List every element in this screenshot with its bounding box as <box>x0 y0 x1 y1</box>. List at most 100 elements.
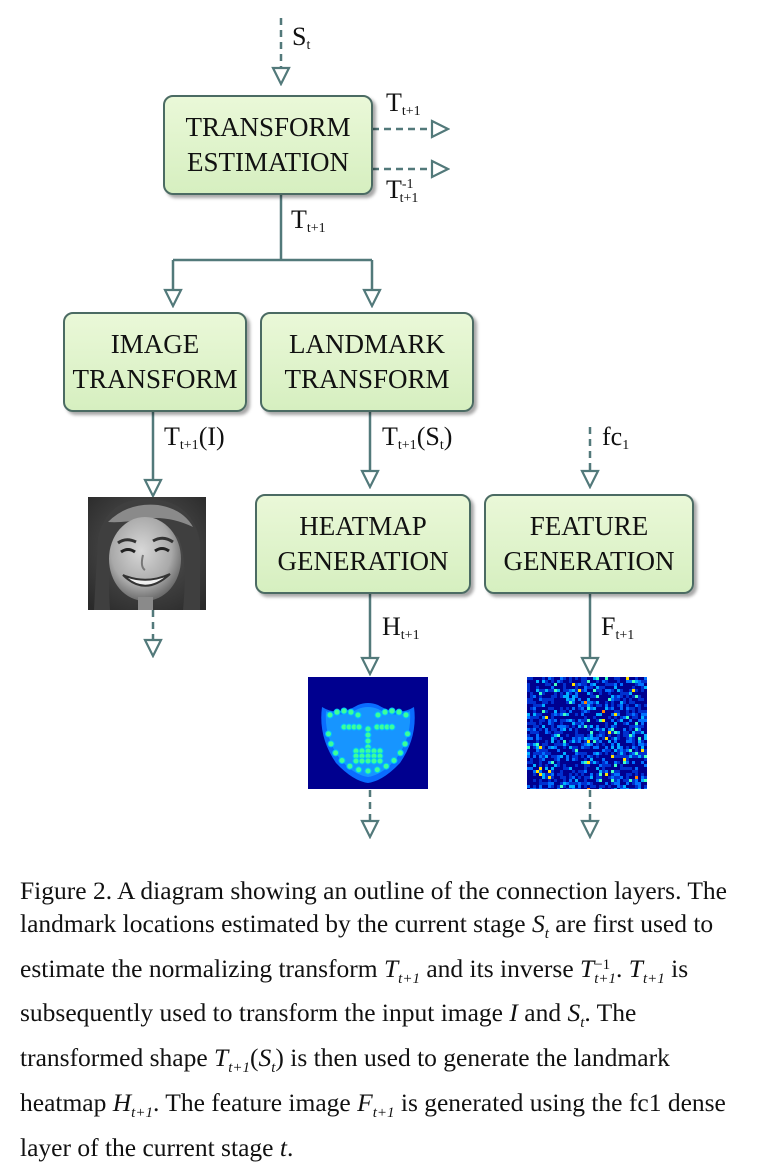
feature-cell <box>572 719 575 722</box>
feature-cell <box>539 695 542 698</box>
feature-cell <box>623 698 626 701</box>
label-t-inv-out: T-1t+1 <box>386 175 418 207</box>
feature-cell <box>611 788 614 789</box>
feature-cell <box>533 743 536 746</box>
feature-cell <box>626 788 629 789</box>
feature-cell <box>587 701 590 704</box>
feature-cell <box>605 764 608 767</box>
feature-cell <box>569 689 572 692</box>
feature-cell <box>629 773 632 776</box>
caption-math: I <box>509 998 518 1027</box>
feature-cell <box>602 734 605 737</box>
feature-cell <box>530 695 533 698</box>
feature-cell <box>608 740 611 743</box>
heatmap-dot <box>325 731 331 737</box>
feature-cell <box>569 785 572 788</box>
feature-cell <box>629 713 632 716</box>
feature-cell <box>527 737 530 740</box>
feature-cell <box>551 782 554 785</box>
feature-cell <box>542 680 545 683</box>
feature-cell <box>554 683 557 686</box>
feature-cell <box>632 755 635 758</box>
feature-cell <box>629 740 632 743</box>
feature-cell <box>581 755 584 758</box>
feature-cell <box>557 725 560 728</box>
feature-cell <box>644 743 647 746</box>
feature-cell <box>626 758 629 761</box>
feature-cell <box>584 710 587 713</box>
feature-cell <box>545 710 548 713</box>
feature-cell <box>533 695 536 698</box>
feature-cell <box>551 776 554 779</box>
feature-cell <box>605 737 608 740</box>
feature-cell <box>626 755 629 758</box>
feature-cell <box>605 689 608 692</box>
feature-cell <box>614 770 617 773</box>
image-transform-box: IMAGE TRANSFORM <box>63 312 247 412</box>
feature-cell <box>566 755 569 758</box>
feature-cell <box>590 773 593 776</box>
feature-cell <box>617 689 620 692</box>
feature-cell <box>548 707 551 710</box>
feature-cell <box>638 737 641 740</box>
feature-cell <box>635 704 638 707</box>
feature-cell <box>641 773 644 776</box>
feature-cell <box>614 782 617 785</box>
feature-cell <box>605 725 608 728</box>
feature-cell <box>548 677 551 680</box>
feature-cell <box>617 713 620 716</box>
feature-cell <box>530 761 533 764</box>
feature-cell <box>635 755 638 758</box>
feature-cell <box>533 725 536 728</box>
feature-cell <box>548 776 551 779</box>
feature-cell <box>539 782 542 785</box>
feature-cell <box>560 776 563 779</box>
heatmap-dot <box>348 709 354 715</box>
feature-cell <box>530 728 533 731</box>
feature-cell <box>608 776 611 779</box>
feature-cell <box>626 773 629 776</box>
label-t-landmark: Tt+1(St) <box>382 422 452 454</box>
feature-cell <box>578 737 581 740</box>
feature-cell <box>617 743 620 746</box>
feature-cell <box>560 680 563 683</box>
feature-cell <box>572 788 575 789</box>
feature-cell <box>536 680 539 683</box>
feature-cell <box>599 785 602 788</box>
feature-cell <box>587 737 590 740</box>
feature-cell <box>578 785 581 788</box>
feature-cell <box>638 698 641 701</box>
heatmap-dot <box>382 709 388 715</box>
feature-cell <box>539 767 542 770</box>
feature-cell <box>536 725 539 728</box>
feature-cell <box>620 776 623 779</box>
feature-cell <box>539 713 542 716</box>
feature-cell <box>542 776 545 779</box>
feature-cell <box>572 689 575 692</box>
feature-cell <box>587 743 590 746</box>
feature-cell <box>644 734 647 737</box>
feature-cell <box>596 704 599 707</box>
feature-cell <box>638 695 641 698</box>
feature-cell <box>563 767 566 770</box>
feature-cell <box>572 749 575 752</box>
feature-cell <box>617 719 620 722</box>
feature-cell <box>581 722 584 725</box>
feature-cell <box>542 755 545 758</box>
feature-cell <box>557 713 560 716</box>
feature-cell <box>629 734 632 737</box>
feature-cell <box>551 761 554 764</box>
feature-cell <box>527 749 530 752</box>
feature-cell <box>617 746 620 749</box>
feature-cell <box>587 710 590 713</box>
feature-cell <box>614 695 617 698</box>
feature-cell <box>635 782 638 785</box>
feature-cell <box>557 755 560 758</box>
feature-cell <box>557 764 560 767</box>
feature-cell <box>566 788 569 789</box>
feature-cell <box>560 713 563 716</box>
feature-cell <box>596 767 599 770</box>
feature-cell <box>545 776 548 779</box>
feature-cell <box>641 746 644 749</box>
feature-cell <box>542 716 545 719</box>
